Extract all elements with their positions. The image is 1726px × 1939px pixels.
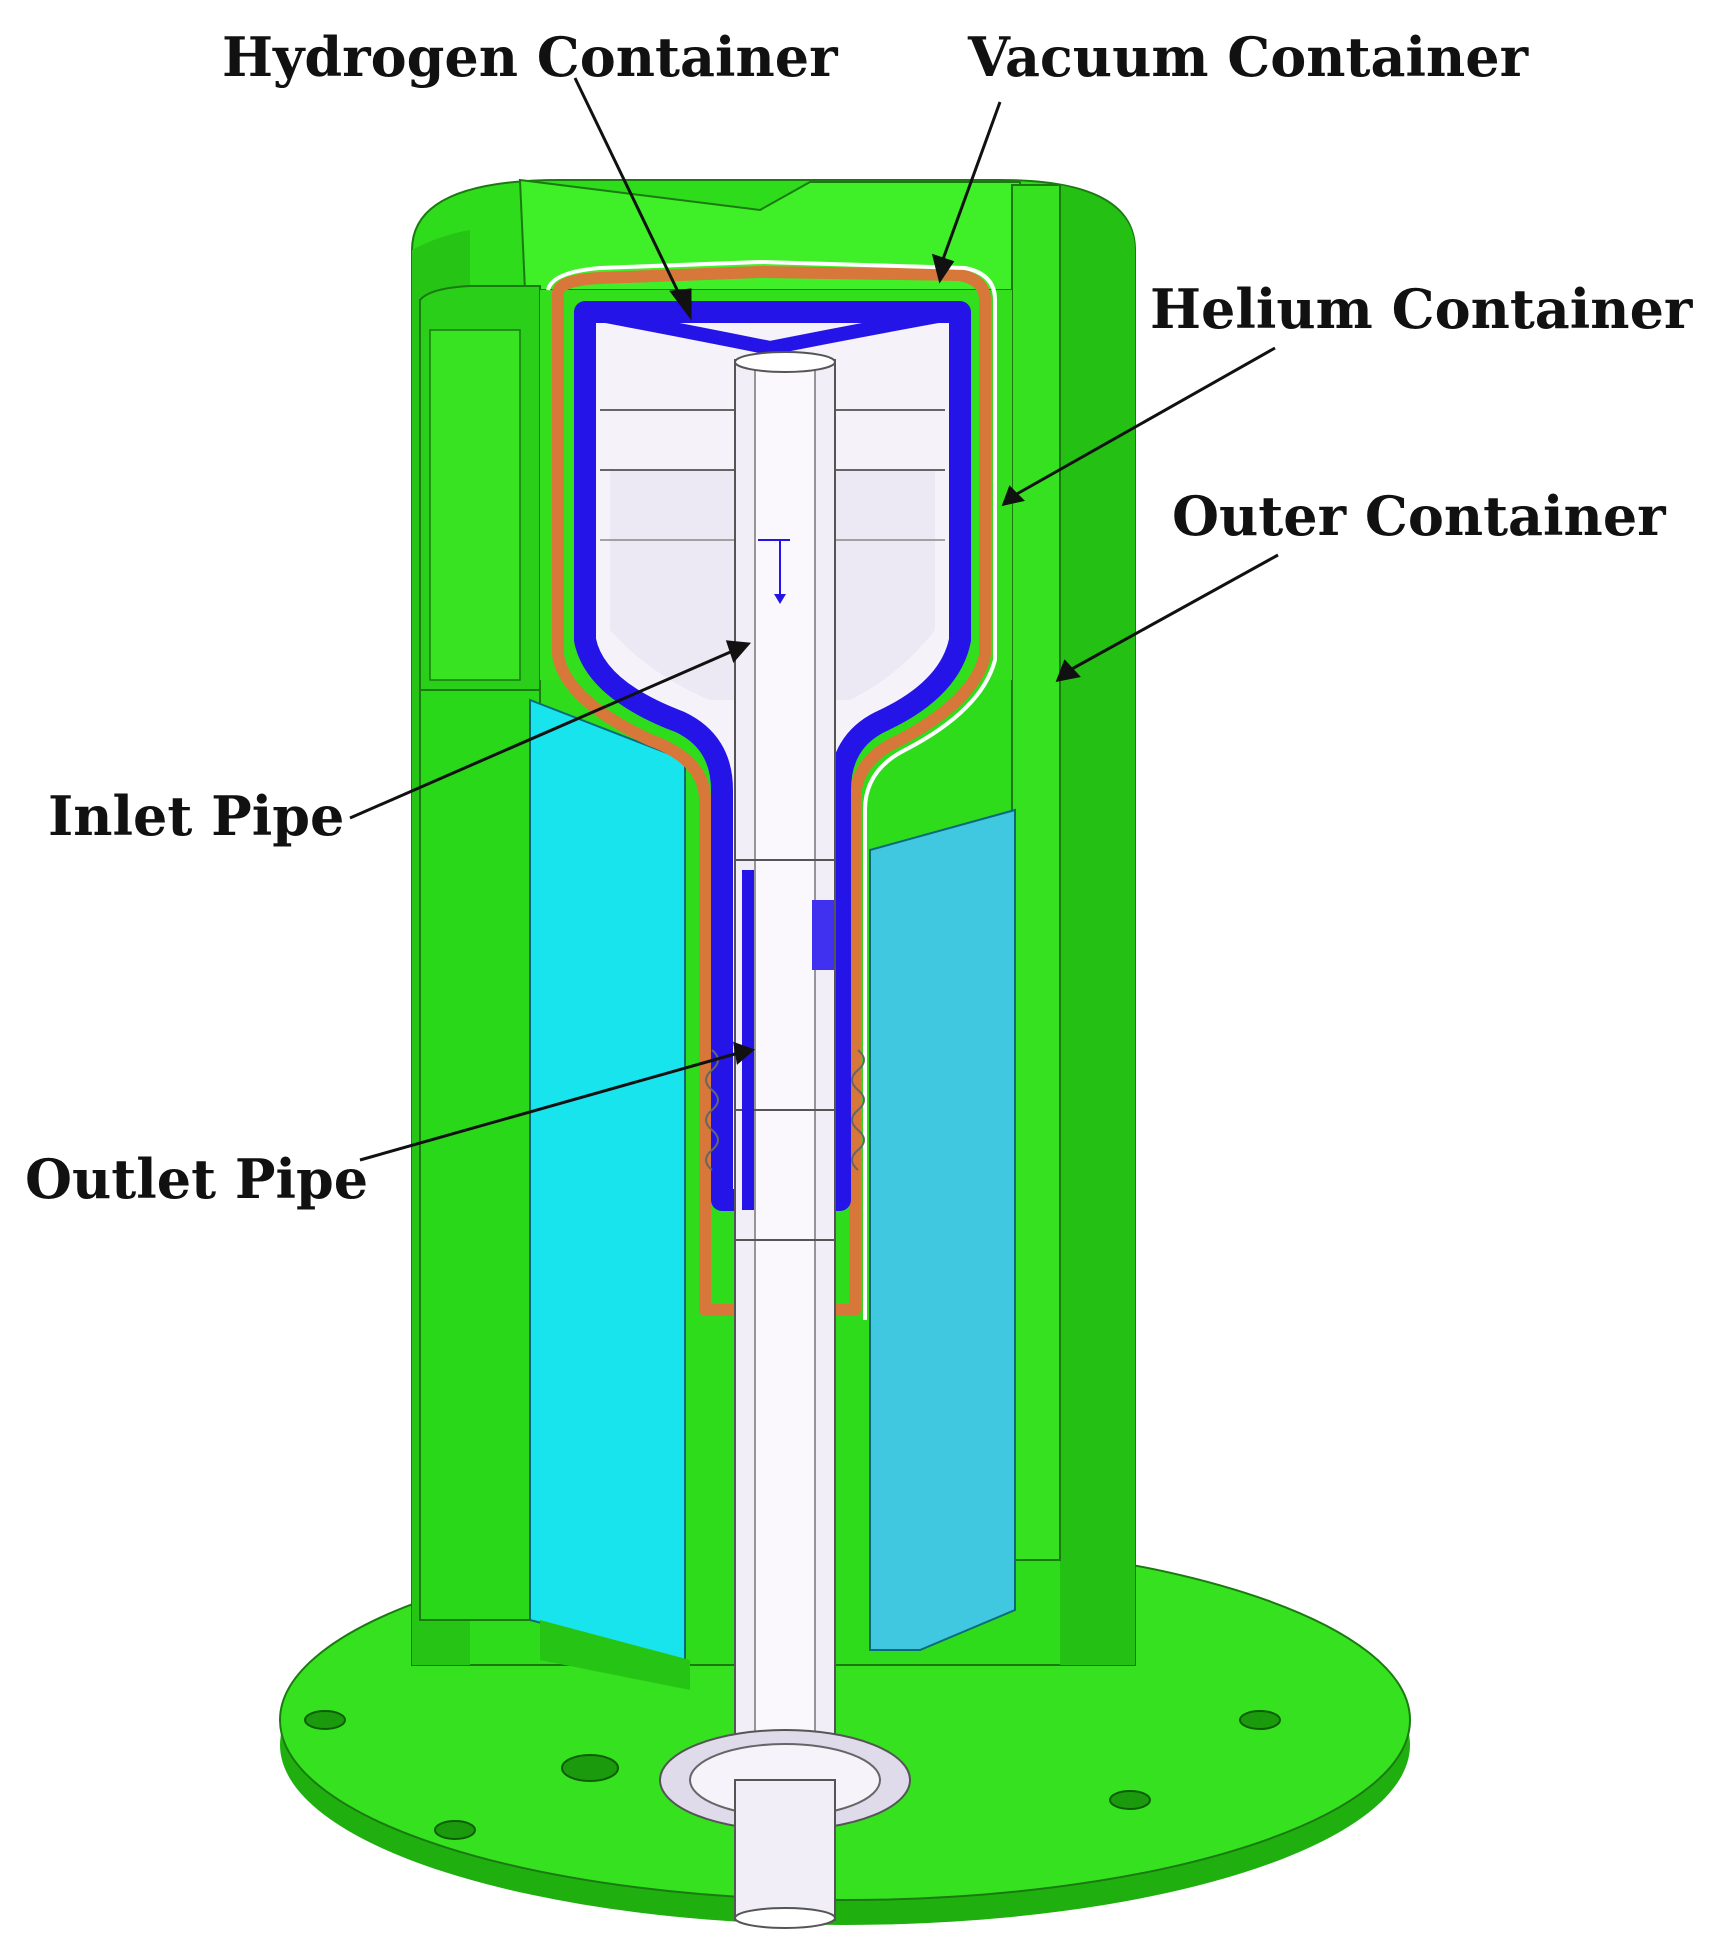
helium-leader xyxy=(1014,346,1276,497)
labels: Hydrogen Container Vacuum Container Heli… xyxy=(25,25,1693,1211)
inlet-leader xyxy=(349,648,736,820)
bolt-hole xyxy=(561,1754,619,1782)
vacuum-container xyxy=(546,259,997,1320)
outer-leader xyxy=(1069,553,1279,672)
bolt-hole xyxy=(434,1820,476,1840)
hydrogen-leader xyxy=(573,77,684,301)
central-pipes xyxy=(659,351,911,1929)
leader-lines xyxy=(349,77,1279,1162)
bolt-hole xyxy=(304,1710,346,1730)
hydrogen-container-label: Hydrogen Container xyxy=(222,25,838,89)
outlet-pipe-label: Outlet Pipe xyxy=(25,1147,368,1211)
bolt-hole xyxy=(1109,1790,1151,1810)
outer-container-label: Outer Container xyxy=(1172,484,1666,548)
inlet-pipe-label: Inlet Pipe xyxy=(48,784,344,848)
vacuum-leader xyxy=(940,101,1002,263)
vacuum-container-label: Vacuum Container xyxy=(967,25,1529,89)
outlet-leader xyxy=(359,1050,743,1162)
bolt-hole xyxy=(1239,1710,1281,1730)
helium-container xyxy=(529,698,1016,1690)
helium-container-label: Helium Container xyxy=(1150,277,1693,341)
